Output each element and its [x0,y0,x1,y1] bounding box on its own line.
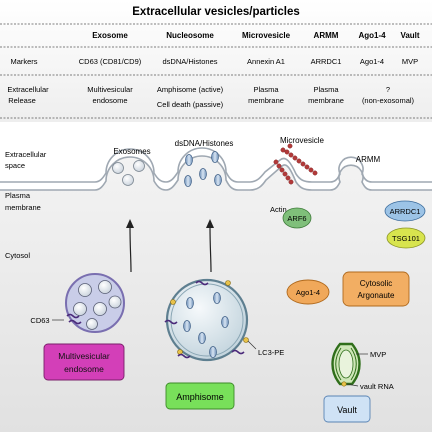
arrow-amphisome [209,225,212,273]
lc3-leader [247,340,257,350]
marker-ago: Ago1-4 [360,57,384,66]
plasma-membrane-inner [0,155,432,191]
label-actin: Actin [270,205,287,214]
label-dsdna: dsDNA/Histones [175,139,234,148]
amphisome [164,278,249,362]
label-mve-1: Multivesicular [58,351,110,361]
release-microvesicle-1: Plasma [253,85,279,94]
label-amphisome: Amphisome [176,392,224,402]
label-extracellular-1: Extracellular [5,150,47,159]
multivesicular-endosome [65,273,125,333]
col-exosome: Exosome [92,31,128,40]
plasma-membrane-outer [0,147,432,183]
release-microvesicle-2: membrane [248,96,284,105]
release-ago-2: (non-exosomal) [362,96,415,105]
markers-label: Markers [10,57,37,66]
arrow-exosome [129,225,132,273]
label-exosomes: Exosomes [113,147,150,156]
col-nucleosome: Nucleosome [166,31,214,40]
col-armm: ARMM [314,31,339,40]
release-nucleosome-2: Cell death (passive) [157,100,224,109]
label-mve-2: endosome [64,364,104,374]
amphisome-box [165,382,235,410]
label-vault: Vault [337,405,357,415]
vault-box [323,395,371,423]
marker-vault: MVP [402,57,418,66]
tsg101-blob [386,227,426,249]
ago-blob [286,279,330,305]
label-cytosol: Cytosol [5,251,30,260]
label-arrdc1: ARRDC1 [390,207,421,216]
marker-armm: ARRDC1 [311,57,342,66]
compartment-labels: Extracellular space Plasma membrane Cyto… [5,150,47,260]
release-label-2: Release [8,96,36,105]
marker-microvesicle: Annexin A1 [247,57,285,66]
figure-title: Extracellular vesicles/particles [132,6,300,18]
label-lc3: LC3-PE [258,348,284,357]
arrdc1-blob [384,200,426,222]
label-arf6: ARF6 [287,214,306,223]
label-plasma-2: membrane [5,203,41,212]
label-cytosolic-2: Argonaute [358,291,395,300]
vault-particle [331,342,361,387]
label-vault-rna: vault RNA [360,382,394,391]
marker-exosome: CD63 (CD81/CD9) [79,57,142,66]
label-ago: Ago1-4 [296,288,320,297]
exosome-vesicles [112,160,145,186]
release-row: Extracellular Release Multivesicular end… [7,85,414,109]
label-cd63: CD63 [30,316,49,325]
label-cytosolic-1: Cytosolic [360,279,392,288]
table-header: Exosome Nucleosome Microvesicle ARMM Ago… [92,31,420,40]
arf6-blob [282,207,312,229]
release-armm-2: membrane [308,96,344,105]
label-tsg101: TSG101 [392,234,420,243]
release-exosome-2: endosome [92,96,127,105]
cytosolic-argonaute-box [342,271,410,307]
release-exosome-1: Multivesicular [87,85,133,94]
release-nucleosome-1: Amphisome (active) [157,85,224,94]
arrow-heads [126,219,214,228]
label-plasma-1: Plasma [5,191,31,200]
markers-row: Markers CD63 (CD81/CD9) dsDNA/Histones A… [10,57,418,66]
actin-filaments [273,143,318,185]
marker-nucleosome: dsDNA/Histones [162,57,217,66]
col-ago: Ago1-4 [358,31,386,40]
release-armm-1: Plasma [313,85,339,94]
vault-rna-leader [346,383,359,387]
label-mvp: MVP [370,350,386,359]
label-microvesicle: Microvesicle [280,136,325,145]
table-background [0,0,432,122]
col-microvesicle: Microvesicle [242,31,291,40]
release-label-1: Extracellular [7,85,49,94]
label-armm: ARMM [356,155,381,164]
release-ago-1: ? [386,85,390,94]
release-arrows [129,225,212,273]
multivesicular-endosome-box [43,343,125,381]
col-vault: Vault [400,31,419,40]
nucleosomes-extracellular [184,151,222,187]
label-extracellular-2: space [5,161,25,170]
